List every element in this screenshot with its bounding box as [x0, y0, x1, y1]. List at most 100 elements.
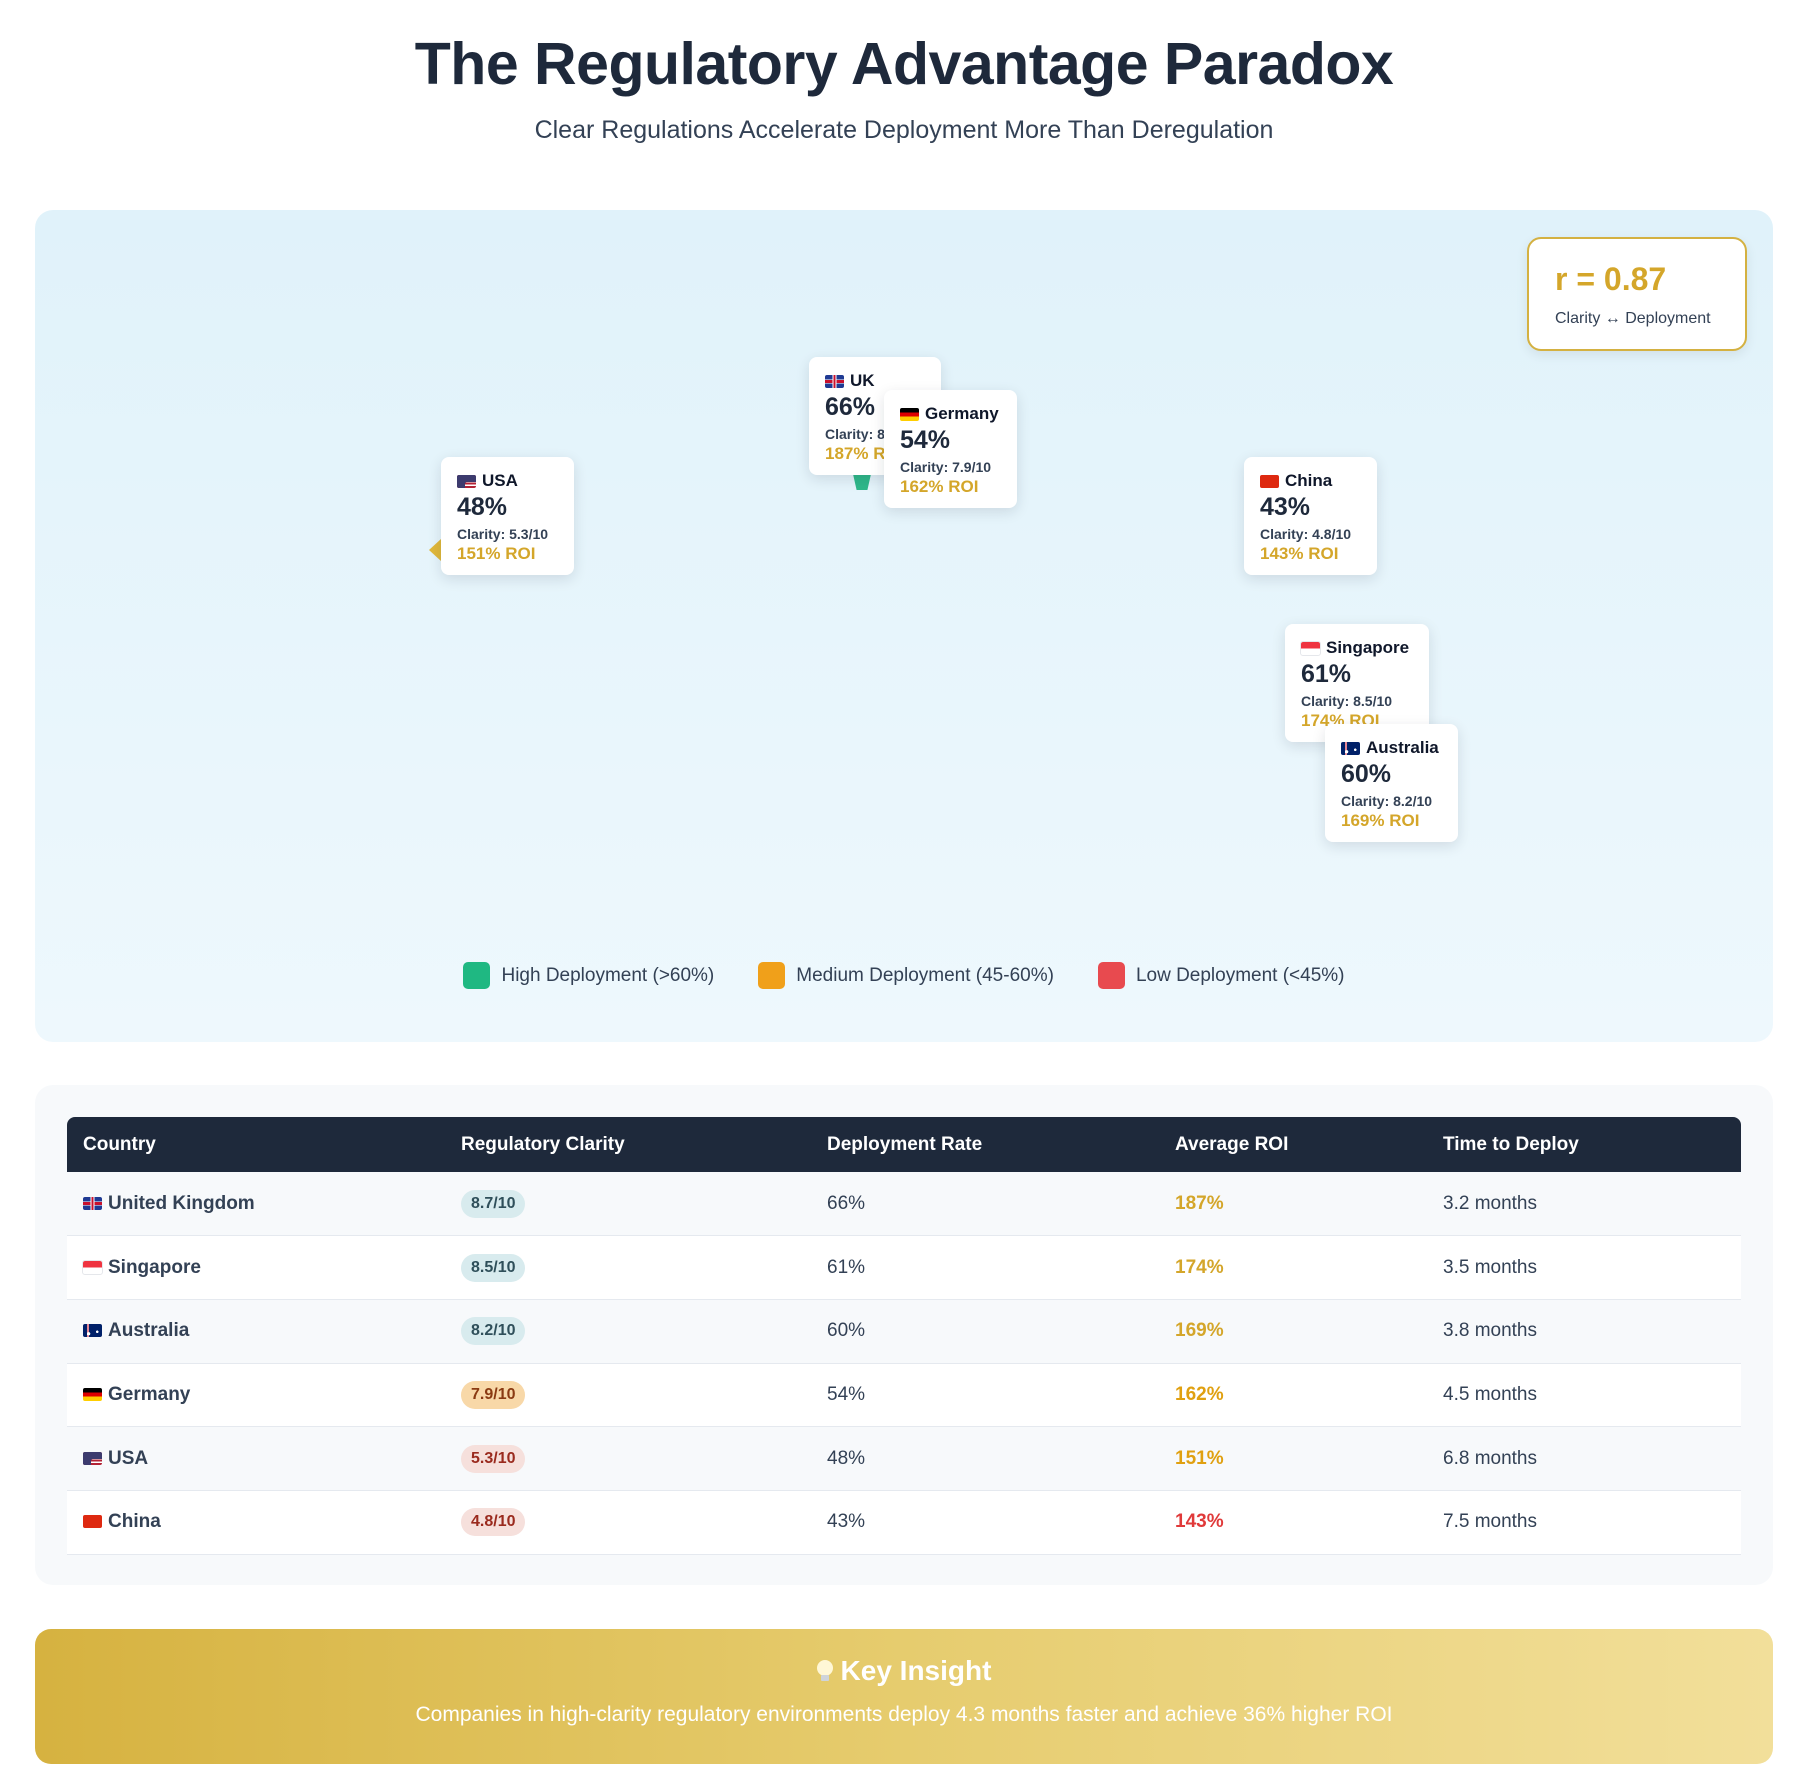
card-deployment-rate: 60%	[1341, 760, 1392, 788]
cell-clarity: 5.3/10	[445, 1426, 811, 1491]
cell-roi: 162%	[1159, 1363, 1427, 1428]
card-clarity: Clarity: 8.2/10	[1341, 793, 1433, 809]
uk-marker[interactable]	[853, 474, 871, 490]
clarity-badge: 4.8/10	[461, 1508, 526, 1537]
card-deployment-rate: 61%	[1301, 660, 1352, 688]
usa-marker[interactable]	[429, 539, 441, 561]
country-card-australia[interactable]: Australia 60% Clarity: 8.2/10 169% ROI	[1325, 724, 1458, 842]
cell-time-to-deploy: 3.2 months	[1427, 1172, 1741, 1237]
cell-country: United Kingdom	[67, 1172, 445, 1237]
germany-flag-icon	[900, 407, 919, 421]
table-row[interactable]: Germany 7.9/10 54%162%4.5 months	[67, 1363, 1741, 1428]
cell-clarity: 8.7/10	[445, 1172, 811, 1237]
cell-time-to-deploy: 6.8 months	[1427, 1426, 1741, 1491]
cell-deployment-rate: 60%	[811, 1299, 1159, 1364]
cell-roi: 174%	[1159, 1235, 1427, 1300]
legend-item-high: High Deployment (>60%)	[463, 962, 714, 989]
cell-deployment-rate: 54%	[811, 1363, 1159, 1428]
cell-deployment-rate: 43%	[811, 1490, 1159, 1555]
cell-roi: 151%	[1159, 1426, 1427, 1491]
cell-time-to-deploy: 4.5 months	[1427, 1363, 1741, 1428]
country-name: USA	[108, 1447, 149, 1469]
cell-clarity: 4.8/10	[445, 1490, 811, 1555]
insight-title: Key Insight	[35, 1655, 1773, 1687]
insight-text: Companies in high-clarity regulatory env…	[415, 1703, 1393, 1726]
card-roi: 143% ROI	[1260, 544, 1339, 563]
cell-country: Germany	[67, 1363, 445, 1428]
card-country-name: China	[1285, 471, 1333, 490]
legend-item-low: Low Deployment (<45%)	[1097, 962, 1345, 989]
card-country-name: USA	[482, 471, 518, 490]
legend-swatch-medium	[758, 962, 786, 989]
cn-flag-icon	[83, 1515, 102, 1529]
us-flag-icon	[83, 1451, 102, 1465]
clarity-badge: 8.2/10	[461, 1317, 526, 1346]
card-header: USA	[457, 471, 558, 491]
card-header: Australia	[1341, 738, 1442, 758]
cell-clarity: 8.2/10	[445, 1299, 811, 1364]
legend-swatch-low	[1097, 962, 1125, 989]
country-table-panel: Country Regulatory Clarity Deployment Ra…	[35, 1085, 1773, 1585]
card-roi: 162% ROI	[900, 477, 979, 496]
country-name: Singapore	[108, 1256, 201, 1278]
card-clarity: Clarity: 5.3/10	[457, 526, 549, 542]
legend-item-medium: Medium Deployment (45-60%)	[758, 962, 1054, 989]
clarity-badge: 5.3/10	[461, 1444, 526, 1473]
country-name: China	[108, 1511, 161, 1533]
clarity-badge: 7.9/10	[461, 1380, 526, 1409]
clarity-badge: 8.5/10	[461, 1253, 526, 1282]
usa-flag-icon	[457, 474, 476, 488]
header-rate[interactable]: Deployment Rate	[811, 1117, 1159, 1172]
card-header: China	[1260, 471, 1361, 491]
header-country[interactable]: Country	[67, 1117, 445, 1172]
lightbulb-icon	[816, 1660, 833, 1682]
legend-label-low: Low Deployment (<45%)	[1135, 964, 1345, 986]
correlation-label: Clarity ↔ Deployment	[1555, 310, 1711, 327]
gb-flag-icon	[83, 1196, 102, 1210]
sg-flag-icon	[82, 1259, 103, 1275]
card-header: Singapore	[1300, 638, 1413, 658]
header-clarity[interactable]: Regulatory Clarity	[445, 1117, 811, 1172]
singapore-flag-icon	[1300, 640, 1321, 656]
correlation-box: r = 0.87 Clarity ↔ Deployment	[1527, 237, 1747, 351]
card-country-name: Singapore	[1326, 638, 1410, 657]
card-header: UK	[825, 371, 925, 391]
page-subtitle: Clear Regulations Accelerate Deployment …	[534, 116, 1274, 144]
country-name: United Kingdom	[108, 1192, 255, 1214]
cell-clarity: 8.5/10	[445, 1235, 811, 1300]
card-clarity: Clarity: 8.5/10	[1301, 693, 1393, 709]
cell-country: USA	[67, 1426, 445, 1491]
key-insight-banner: Key Insight Companies in high-clarity re…	[35, 1629, 1773, 1764]
de-flag-icon	[83, 1387, 102, 1401]
clarity-badge: 8.7/10	[461, 1189, 526, 1218]
card-roi: 169% ROI	[1341, 811, 1420, 830]
card-roi: 187% ROI	[825, 444, 904, 463]
china-flag-icon	[1260, 474, 1279, 488]
uk-flag-icon	[825, 374, 844, 388]
cell-country: Australia	[67, 1299, 445, 1364]
card-country-name: Australia	[1366, 738, 1439, 757]
au-flag-icon	[83, 1324, 102, 1338]
cell-time-to-deploy: 7.5 months	[1427, 1490, 1741, 1555]
card-header: Germany	[900, 404, 1001, 424]
card-deployment-rate: 43%	[1260, 493, 1311, 521]
cell-time-to-deploy: 3.5 months	[1427, 1235, 1741, 1300]
cell-time-to-deploy: 3.8 months	[1427, 1299, 1741, 1364]
legend-label-medium: Medium Deployment (45-60%)	[796, 964, 1054, 986]
header-roi[interactable]: Average ROI	[1159, 1117, 1427, 1172]
legend-label-high: High Deployment (>60%)	[501, 964, 715, 986]
card-country-name: Germany	[925, 404, 999, 423]
header-time[interactable]: Time to Deploy	[1427, 1117, 1741, 1172]
legend-swatch-high	[463, 962, 491, 989]
country-table: Country Regulatory Clarity Deployment Ra…	[67, 1117, 1741, 1555]
cell-country: Singapore	[67, 1235, 445, 1300]
